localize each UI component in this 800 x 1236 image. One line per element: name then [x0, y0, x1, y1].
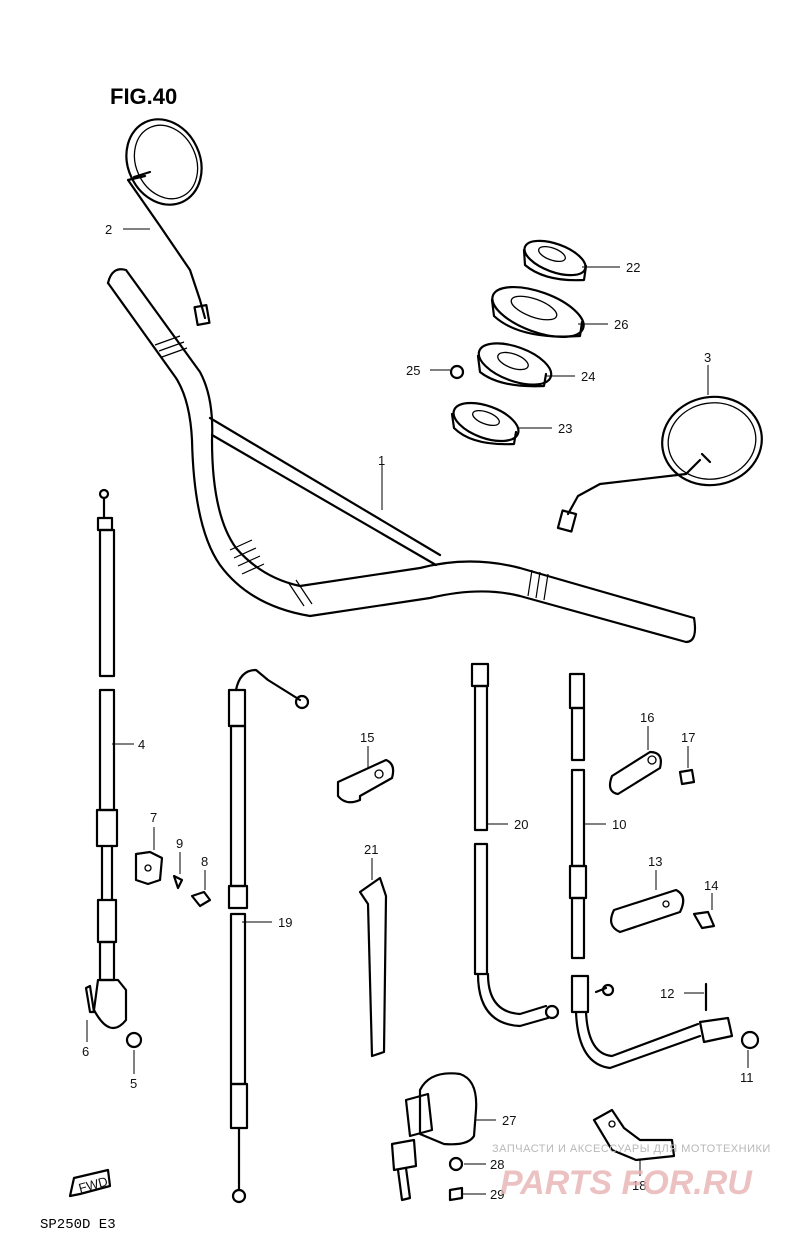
cable-20: [470, 662, 560, 1028]
cable-19: [227, 668, 310, 1204]
callout-29: 29: [490, 1187, 504, 1202]
callout-27: 27: [502, 1113, 516, 1128]
callout-20: 20: [514, 817, 528, 832]
callout-24: 24: [581, 369, 595, 384]
callout-19: 19: [278, 915, 292, 930]
cable-10: [568, 672, 734, 1070]
fwd-arrow-icon: FWD: [68, 1168, 112, 1198]
callout-1: 1: [378, 453, 385, 468]
mirror-left: [125, 118, 211, 327]
clamp-15: [336, 758, 395, 804]
bracket-16: [608, 750, 696, 796]
watermark-text: ЗАПЧАСТИ И АКСЕССУАРЫ ДЛЯ МОТОТЕХНИКИ: [492, 1143, 771, 1155]
callout-15: 15: [360, 730, 374, 745]
holder-stack: [449, 239, 588, 446]
callout-11: 11: [740, 1070, 754, 1085]
callout-10: 10: [612, 817, 626, 832]
watermark-logo: PARTS FOR.RU: [500, 1164, 753, 1202]
screw-12: [704, 982, 760, 1050]
handlebar: [106, 268, 697, 644]
callout-28: 28: [490, 1157, 504, 1172]
callout-2: 2: [105, 222, 112, 237]
bracket-13: [609, 888, 716, 934]
callout-4: 4: [138, 737, 145, 752]
figure-title: FIG.40: [110, 84, 177, 109]
mirror-right: [556, 395, 763, 533]
callout-8: 8: [201, 854, 208, 869]
callout-3: 3: [704, 350, 711, 365]
callout-26: 26: [614, 317, 628, 332]
callout-22: 22: [626, 260, 640, 275]
callout-17: 17: [681, 730, 695, 745]
callout-23: 23: [558, 421, 572, 436]
callout-14: 14: [704, 878, 718, 893]
callout-18: 18: [632, 1178, 646, 1193]
fwd-label: FWD: [77, 1174, 109, 1196]
footer-model: SP250D E3: [40, 1217, 116, 1233]
callout-6: 6: [82, 1044, 89, 1059]
cable-4: [84, 488, 143, 1049]
rod-21: [358, 876, 388, 1058]
callout-7: 7: [150, 810, 157, 825]
callout-13: 13: [648, 854, 662, 869]
callouts: 1 2 3 4 5 6 7 8 9 10 11 12 13 14 15 16 1…: [82, 222, 754, 1202]
callout-25: 25: [406, 363, 420, 378]
ignition-switch-27: [390, 1072, 478, 1202]
callout-16: 16: [640, 710, 654, 725]
leader-lines: [86, 228, 749, 1195]
callout-9: 9: [176, 836, 183, 851]
bracket-7: [134, 850, 212, 908]
callout-12: 12: [660, 986, 674, 1001]
bracket-18: [592, 1108, 676, 1162]
callout-21: 21: [364, 842, 378, 857]
watermark: ЗАПЧАСТИ И АКСЕССУАРЫ ДЛЯ МОТОТЕХНИКИ PA…: [492, 1143, 771, 1202]
callout-5: 5: [130, 1076, 137, 1091]
